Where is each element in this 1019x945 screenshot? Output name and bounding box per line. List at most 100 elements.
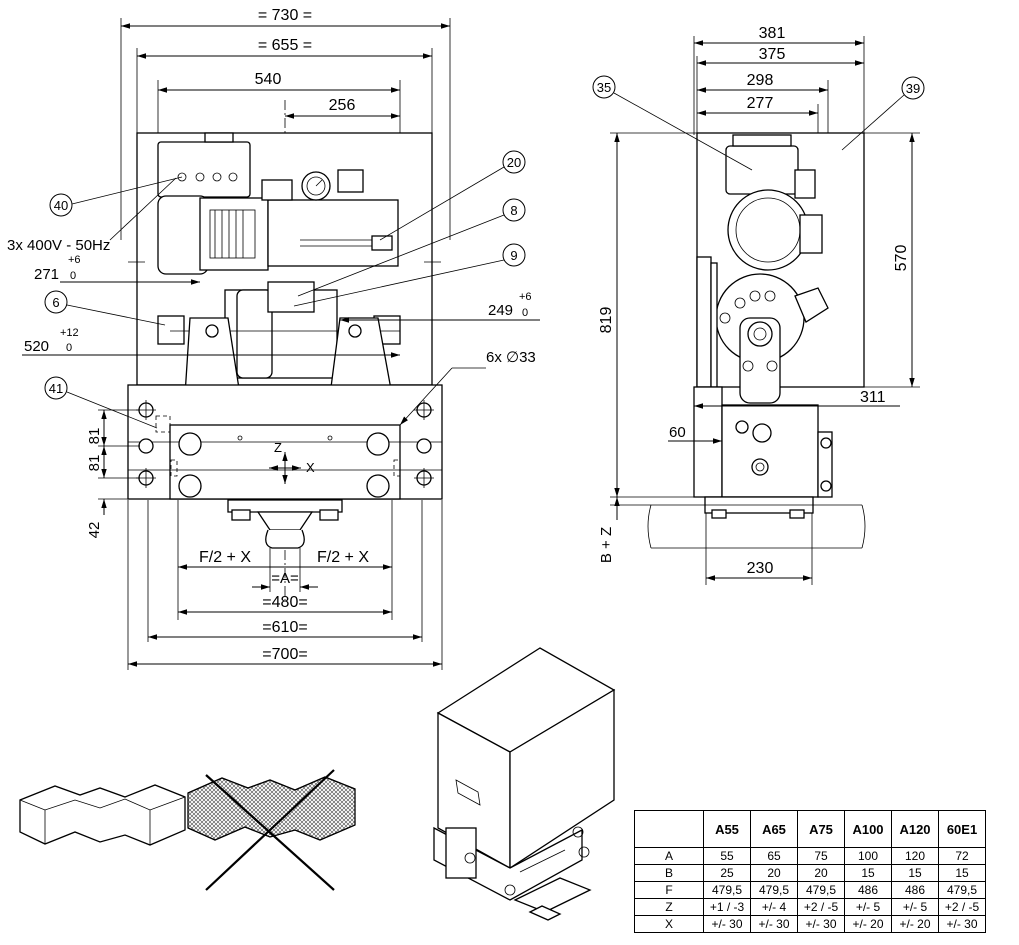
table-cell: +/- 30 [797, 915, 845, 933]
dim-375: 375 [759, 46, 786, 63]
dim-570: 570 [893, 245, 910, 272]
table-cell: +/- 30 [703, 915, 751, 933]
table-cell: 15 [844, 864, 892, 882]
col-header: A100 [844, 810, 892, 848]
dim-819: 819 [598, 307, 615, 334]
table-cell: 120 [891, 847, 939, 865]
table-cell: 479,5 [703, 881, 751, 899]
balloon-41: 41 [44, 376, 158, 429]
table-cell: 20 [750, 864, 798, 882]
dim-480: =480= [262, 594, 307, 611]
table-cell: 75 [797, 847, 845, 865]
table-cell: 20 [797, 864, 845, 882]
dim-520-tol-upper: +12 [60, 327, 79, 339]
col-header: A65 [750, 810, 798, 848]
dim-700: =700= [262, 646, 307, 663]
dim-249-tol-lower: 0 [522, 307, 528, 319]
table-row: Z +1 / -3 +/- 4 +2 / -5 +/- 5 +/- 5 +2 /… [634, 898, 986, 916]
table-row: X +/- 30 +/- 30 +/- 30 +/- 20 +/- 20 +/-… [634, 915, 986, 933]
balloon-40: 40 [49, 176, 183, 217]
table-corner [634, 810, 704, 848]
dim-277: 277 [747, 95, 774, 112]
table-row: F 479,5 479,5 479,5 486 486 479,5 [634, 881, 986, 899]
spec-table-header: A55 A65 A75 A100 A120 60E1 [634, 810, 986, 848]
dim-overall-width: = 730 = [258, 7, 312, 24]
dim-271-tol-lower: 0 [70, 270, 76, 282]
row-label: X [634, 915, 704, 933]
dim-81-upper: 81 [86, 428, 103, 445]
dim-311: 311 [860, 389, 886, 406]
table-cell: +/- 30 [938, 915, 986, 933]
dim-b-plus-z: B + Z [598, 527, 615, 563]
table-cell: 486 [844, 881, 892, 899]
table-cell: 479,5 [750, 881, 798, 899]
dim-inner-width: = 655 = [258, 37, 312, 54]
balloon-20: 20 [379, 150, 526, 241]
dim-271: 271 [34, 266, 59, 283]
table-cell: +/- 5 [891, 898, 939, 916]
balloon-6: 6 [44, 290, 166, 326]
table-cell: 15 [938, 864, 986, 882]
dim-42: 42 [86, 522, 103, 539]
spacer-block-correct [19, 784, 186, 846]
table-cell: +/- 4 [750, 898, 798, 916]
dim-256: 256 [329, 97, 356, 114]
table-cell: 479,5 [797, 881, 845, 899]
dim-520: 520 [24, 338, 49, 355]
svg-text:8: 8 [510, 203, 517, 218]
front-view: = 730 = = 655 = 540 256 [7, 7, 540, 670]
svg-text:9: 9 [510, 248, 517, 263]
svg-text:40: 40 [54, 198, 68, 213]
table-row: B 25 20 20 15 15 15 [634, 864, 986, 882]
balloon-39: 39 [841, 76, 925, 151]
dim-610: =610= [262, 619, 307, 636]
table-cell: +/- 5 [844, 898, 892, 916]
table-cell: 65 [750, 847, 798, 865]
table-cell: 15 [891, 864, 939, 882]
row-label: Z [634, 898, 704, 916]
table-cell: 100 [844, 847, 892, 865]
dim-f2x-right: F/2 + X [317, 549, 369, 566]
dim-249: 249 [488, 302, 513, 319]
svg-text:6: 6 [52, 295, 59, 310]
row-label: F [634, 881, 704, 899]
dim-60: 60 [669, 424, 686, 441]
svg-text:41: 41 [49, 381, 63, 396]
table-cell: 486 [891, 881, 939, 899]
row-label: A [634, 847, 704, 865]
dim-249-tol-upper: +6 [519, 291, 532, 303]
table-cell: +2 / -5 [938, 898, 986, 916]
col-header: A55 [703, 810, 751, 848]
svg-text:39: 39 [906, 81, 920, 96]
holes-label: 6x ∅33 [486, 349, 536, 366]
side-view: 381 375 298 277 [598, 25, 920, 585]
dim-381: 381 [759, 25, 786, 42]
balloon-9: 9 [293, 243, 526, 307]
table-cell: +2 / -5 [797, 898, 845, 916]
table-cell: 479,5 [938, 881, 986, 899]
table-cell: 55 [703, 847, 751, 865]
table-cell: 72 [938, 847, 986, 865]
col-header: A75 [797, 810, 845, 848]
spec-table: A55 A65 A75 A100 A120 60E1 A 55 65 75 10… [634, 810, 986, 933]
dim-gauge-a: =A= [271, 570, 299, 587]
col-header: A120 [891, 810, 939, 848]
balloon-8: 8 [297, 198, 526, 297]
row-label: B [634, 864, 704, 882]
dim-520-tol-lower: 0 [66, 342, 72, 354]
balloon-35: 35 [592, 75, 753, 171]
dim-298: 298 [747, 72, 774, 89]
spacer-block-wrong [187, 769, 356, 891]
axis-z-label: Z [274, 440, 282, 455]
table-cell: +/- 20 [891, 915, 939, 933]
dim-81-lower: 81 [86, 455, 103, 472]
axis-x-label: X [306, 460, 315, 475]
table-cell: 25 [703, 864, 751, 882]
dim-230: 230 [747, 560, 774, 577]
table-row: A 55 65 75 100 120 72 [634, 847, 986, 865]
table-cell: +/- 20 [844, 915, 892, 933]
table-cell: +1 / -3 [703, 898, 751, 916]
unit-isometric-view [433, 647, 616, 921]
dim-540: 540 [255, 71, 282, 88]
